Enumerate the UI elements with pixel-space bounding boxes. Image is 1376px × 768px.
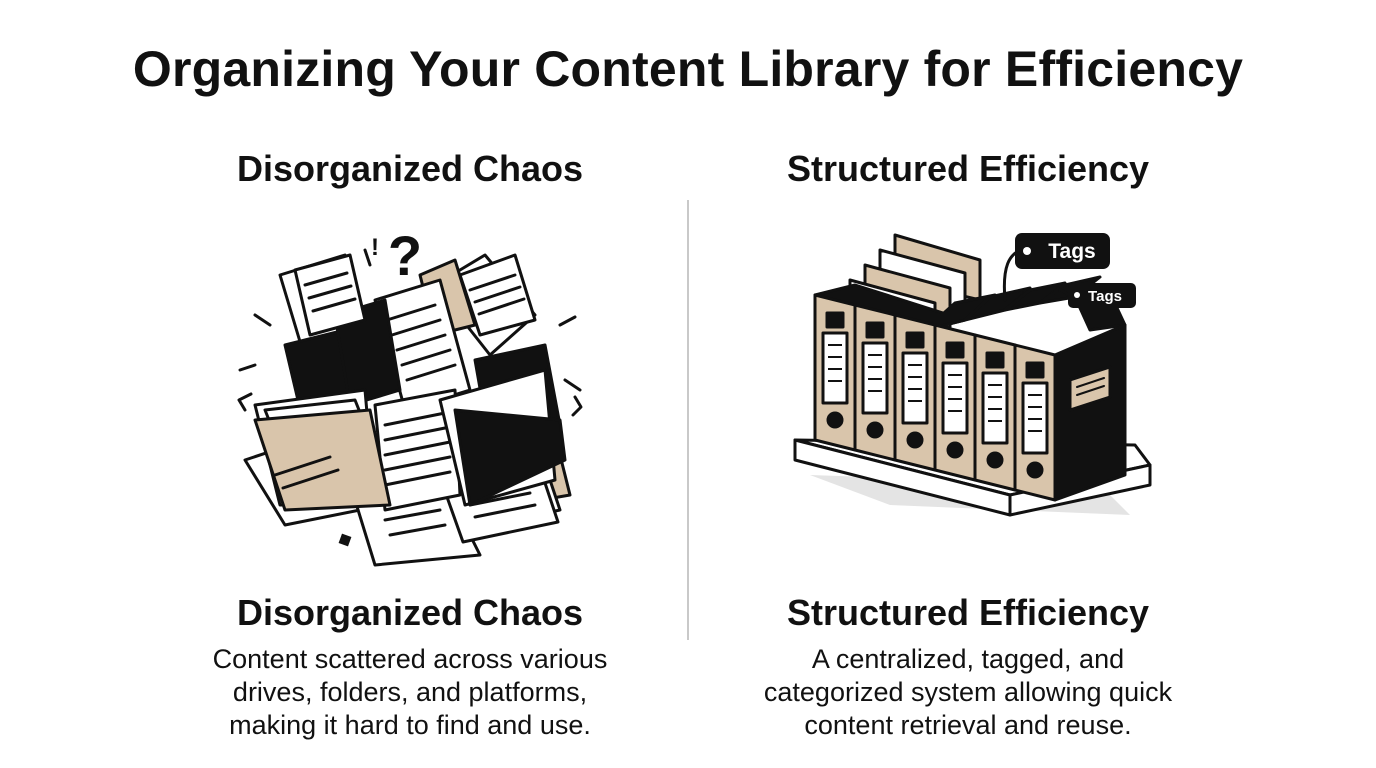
tag-text: Tags [1048,240,1095,263]
chaos-pile-icon: ? ! [237,224,583,567]
tag-label-small: Tags [1068,283,1136,308]
description-line: content retrieval and reuse. [804,710,1132,740]
panel-heading-bottom: Disorganized Chaos [236,592,584,633]
panel-divider [687,200,689,640]
panel-heading-top: Structured Efficiency [786,148,1150,189]
panel-description: A centralized, tagged, and categorized s… [688,643,1248,742]
description-line: A centralized, tagged, and [811,644,1125,674]
description-line: categorized system allowing quick [763,677,1173,707]
panel-heading-top: Disorganized Chaos [236,148,584,189]
panel-description: Content scattered across various drives,… [130,643,690,742]
page-title: Organizing Your Content Library for Effi… [132,41,1244,97]
description-line: drives, folders, and platforms, [232,677,588,707]
binder-shelf-icon: Tags Tags [793,233,1152,517]
description-line: making it hard to find and use. [229,710,591,740]
description-line: Content scattered across various [212,644,608,674]
svg-text:?: ? [388,224,422,287]
tag-label-large: Tags [1015,233,1110,269]
tag-text: Tags [1088,288,1122,305]
svg-text:!: ! [371,234,379,261]
panel-heading-bottom: Structured Efficiency [786,592,1150,633]
